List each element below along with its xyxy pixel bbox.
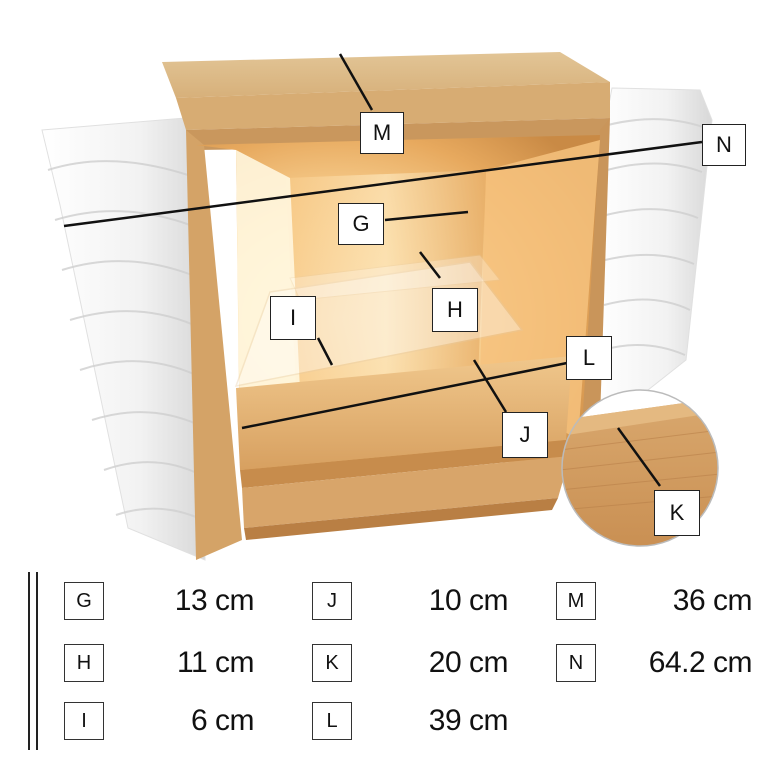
dim-value-m: 36 cm	[672, 584, 753, 617]
callout-k: K	[654, 490, 700, 536]
dim-key-g: G	[64, 582, 104, 620]
callout-n: N	[702, 124, 746, 166]
measurement-lines	[63, 53, 703, 487]
callout-h: H	[432, 288, 478, 332]
line-h	[419, 251, 441, 279]
dim-value-i: 6 cm	[190, 704, 255, 737]
legend-bar-inner	[36, 572, 38, 750]
dim-key-l: L	[312, 702, 352, 740]
dim-value-l: 39 cm	[428, 704, 509, 737]
line-l	[241, 360, 573, 430]
line-m	[338, 53, 374, 111]
callout-g: G	[338, 203, 384, 245]
callout-l: L	[566, 336, 612, 380]
line-g	[384, 210, 469, 222]
dim-key-n: N	[556, 644, 596, 682]
callout-m: M	[360, 112, 404, 154]
line-i	[316, 337, 334, 366]
dim-value-k: 20 cm	[428, 646, 509, 679]
dim-value-n: 64.2 cm	[648, 646, 753, 679]
dim-value-g: 13 cm	[174, 584, 255, 617]
dim-key-m: M	[556, 582, 596, 620]
line-k	[616, 427, 662, 487]
dim-key-j: J	[312, 582, 352, 620]
dim-key-i: I	[64, 702, 104, 740]
cabinet-body	[186, 118, 610, 560]
line-j	[472, 359, 508, 413]
dim-key-h: H	[64, 644, 104, 682]
legend-bar-outer	[28, 572, 30, 750]
line-n	[63, 140, 703, 228]
left-door	[41, 117, 206, 561]
callout-i: I	[270, 296, 316, 340]
dim-value-j: 10 cm	[428, 584, 509, 617]
dim-key-k: K	[312, 644, 352, 682]
callout-j: J	[502, 412, 548, 458]
dim-value-h: 11 cm	[177, 646, 254, 679]
right-door	[597, 87, 713, 421]
